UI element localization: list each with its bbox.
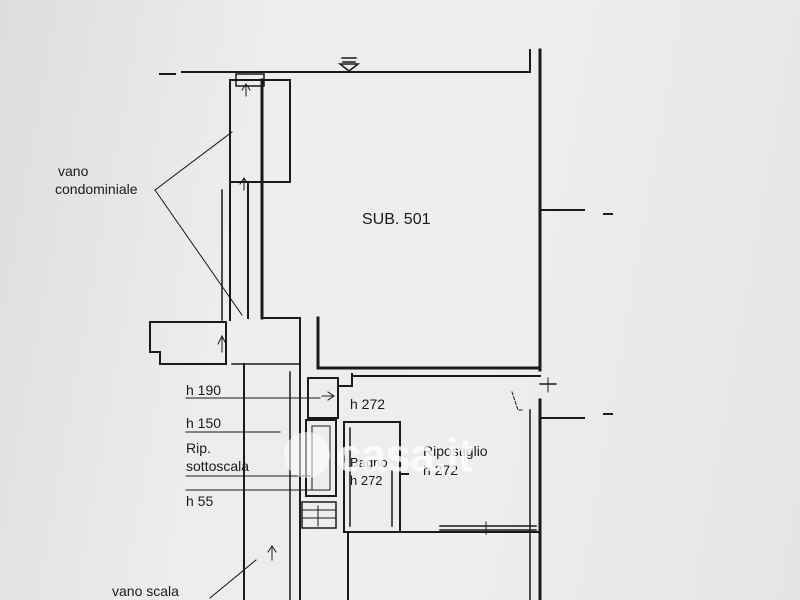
height-label-55: h 55	[186, 493, 214, 509]
casa-it-watermark: casa.it	[284, 425, 473, 485]
room-label-rip-sottoscala-line1: Rip.	[186, 440, 211, 456]
height-label-150: h 150	[186, 415, 222, 431]
room-label-bagno: Bagno	[350, 455, 388, 470]
landing-height-label: h 272	[350, 396, 386, 412]
room-height-bagno: h 272	[350, 473, 383, 488]
height-label-190: h 190	[186, 382, 222, 398]
room-label-vano-condominiale-line1: vano	[58, 163, 89, 179]
room-label-ripostiglio: Ripostiglio	[423, 443, 488, 459]
room-height-ripostiglio: h 272	[423, 462, 459, 478]
house-logo-icon	[284, 432, 330, 478]
room-label-vano-condominiale-line2: condominiale	[55, 181, 138, 197]
room-label-vano-scala: vano scala	[112, 583, 179, 599]
watermark-text: casa.it	[336, 429, 473, 481]
room-label-rip-sottoscala-line2: sottoscala	[186, 458, 250, 474]
unit-label: SUB. 501	[362, 211, 431, 228]
